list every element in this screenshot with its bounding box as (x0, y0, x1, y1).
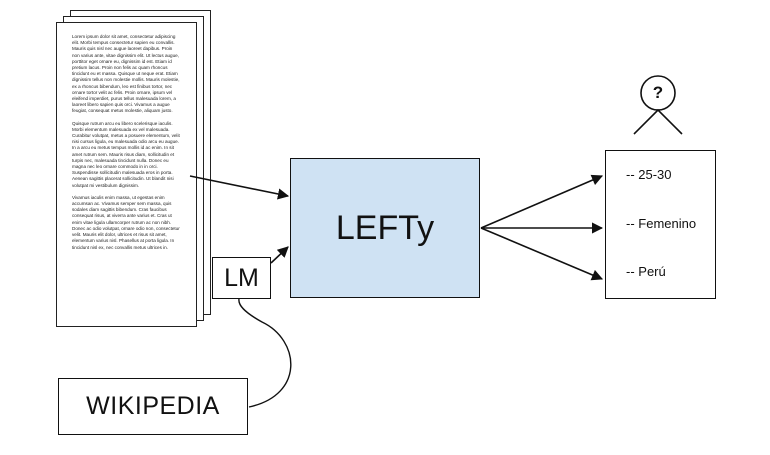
document-text: Lorem ipsum dolor sit amet, consectetur … (72, 34, 180, 257)
document-sheet-front (56, 22, 197, 327)
output-age: -- 25-30 (626, 167, 672, 182)
output-gender: -- Femenino (626, 216, 697, 231)
output-country: -- Perú (626, 264, 666, 279)
document-to-lefty-arrow (189, 175, 290, 200)
document-paragraph: Quisque rutrum arcu eu libero scelerisqu… (72, 120, 180, 188)
lefty-model-box: LEFTy (290, 158, 480, 298)
wikipedia-to-lm-curve (238, 298, 292, 408)
question-mark-icon: ? (652, 83, 664, 102)
person-body (633, 108, 683, 135)
lm-box: LM (212, 257, 271, 299)
wikipedia-box: WIKIPEDIA (58, 378, 248, 435)
document-paragraph: Lorem ipsum dolor sit amet, consectetur … (72, 34, 180, 114)
output-box: -- 25-30 -- Femenino -- Perú (605, 150, 716, 299)
lm-to-lefty-arrow (270, 246, 289, 264)
lefty-to-country-arrow (480, 227, 604, 281)
lefty-to-age-arrow (480, 174, 604, 229)
document-paragraph: Vivamus iaculis enim massa, ut egestas e… (72, 194, 180, 250)
